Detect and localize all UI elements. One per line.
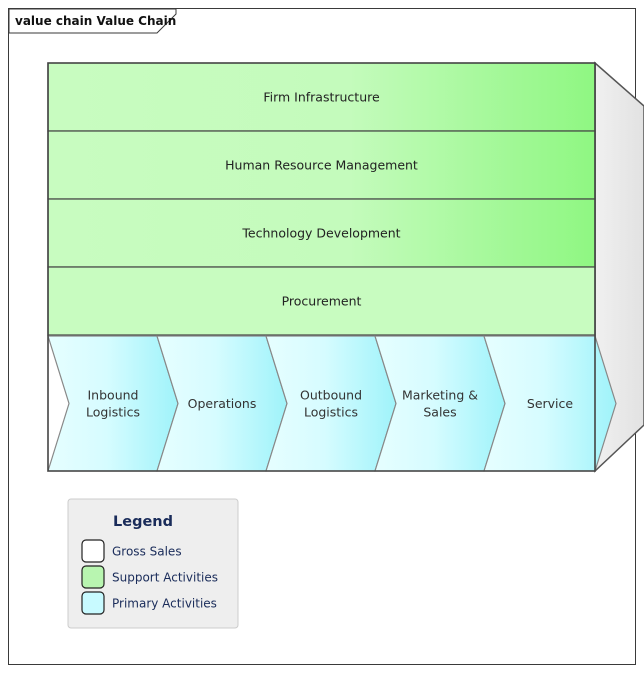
primary-chevron-label: Marketing &	[402, 388, 478, 403]
primary-chevron-label: Logistics	[304, 405, 358, 420]
primary-chevron-label: Operations	[188, 396, 257, 411]
legend-label: Primary Activities	[112, 597, 217, 611]
frame-title-tab	[8, 8, 177, 34]
primary-chevron-label: Logistics	[86, 405, 140, 420]
primary-chevron-label: Outbound	[300, 388, 362, 403]
support-band-label: Human Resource Management	[225, 158, 418, 173]
legend-label: Gross Sales	[112, 545, 182, 559]
support-band-label: Procurement	[282, 294, 362, 309]
support-band-label: Firm Infrastructure	[263, 90, 380, 105]
primary-chevron[interactable]	[47, 335, 179, 472]
legend-title: Legend	[113, 514, 173, 530]
legend-box	[67, 498, 239, 629]
primary-chevron-label: Inbound	[88, 388, 139, 403]
support-band[interactable]	[47, 266, 596, 336]
primary-chevron-label: Service	[527, 396, 574, 411]
legend-swatch	[81, 591, 105, 615]
frame-title: value chain Value Chain	[15, 14, 176, 28]
value-chain-border	[47, 62, 596, 472]
support-band[interactable]	[47, 198, 596, 268]
primary-chevron-label: Sales	[423, 405, 456, 420]
support-band-label: Technology Development	[241, 226, 400, 241]
legend-label: Support Activities	[112, 571, 218, 585]
support-band[interactable]	[47, 130, 596, 200]
legend-swatch	[81, 539, 105, 563]
legend-swatch	[81, 565, 105, 589]
